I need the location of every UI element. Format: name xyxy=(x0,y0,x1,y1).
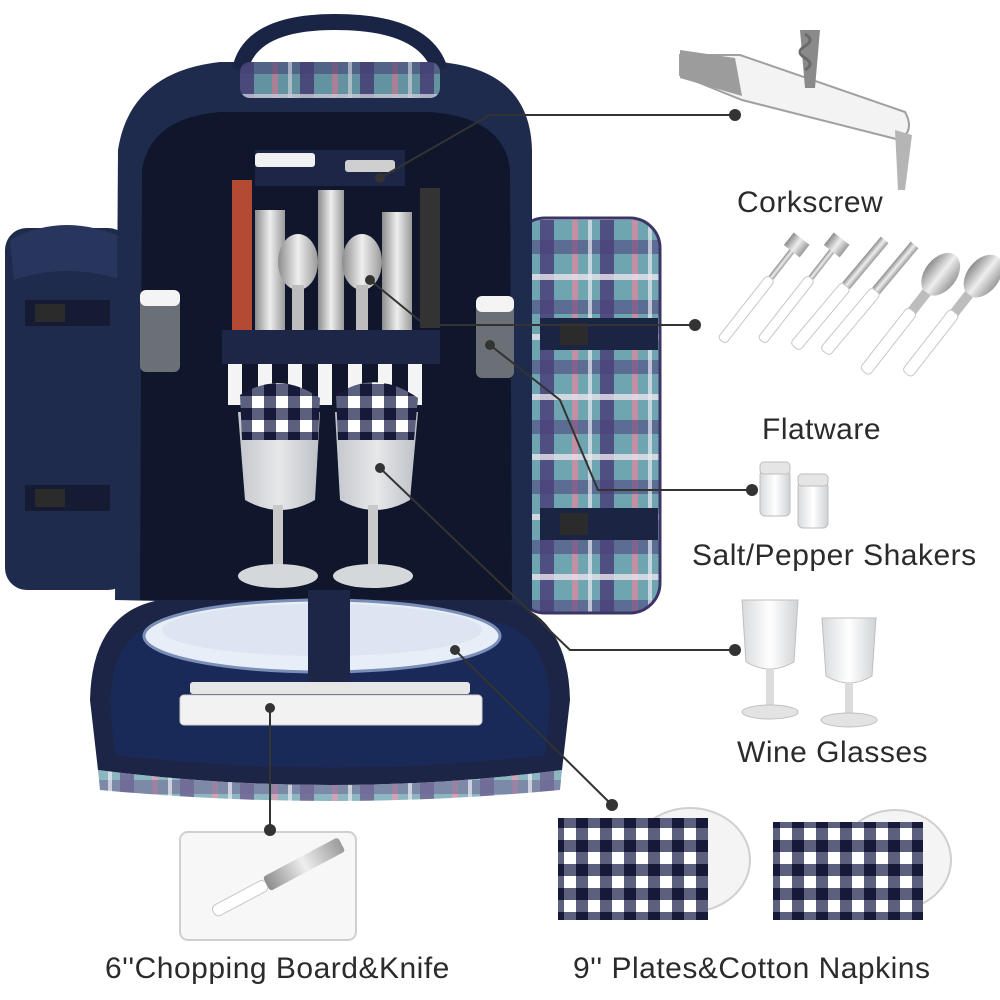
chopping-board-product xyxy=(179,831,357,941)
board-in-bag xyxy=(179,694,483,726)
corkscrew-product xyxy=(679,30,912,190)
wine-glasses-product xyxy=(741,599,878,728)
label-chopping-board-knife: 6''Chopping Board&Knife xyxy=(105,952,450,985)
shakers-in-bag xyxy=(140,290,514,378)
picnic-backpack xyxy=(5,13,662,801)
shakers-product xyxy=(759,461,829,529)
callout-lines xyxy=(269,114,752,830)
bottle-cooler-pouch xyxy=(5,225,130,590)
label-flatware: Flatware xyxy=(762,413,882,446)
backpack-handle xyxy=(232,13,448,73)
rolled-blanket xyxy=(513,216,662,615)
label-corkscrew: Corkscrew xyxy=(737,186,884,219)
label-salt-pepper-shakers: Salt/Pepper Shakers xyxy=(692,539,977,572)
callout-dots xyxy=(264,109,758,836)
flatware-product xyxy=(718,232,1000,377)
plates-napkins-product xyxy=(558,807,952,920)
label-wine-glasses: Wine Glasses xyxy=(737,736,929,769)
label-plates-napkins: 9'' Plates&Cotton Napkins xyxy=(573,952,931,985)
